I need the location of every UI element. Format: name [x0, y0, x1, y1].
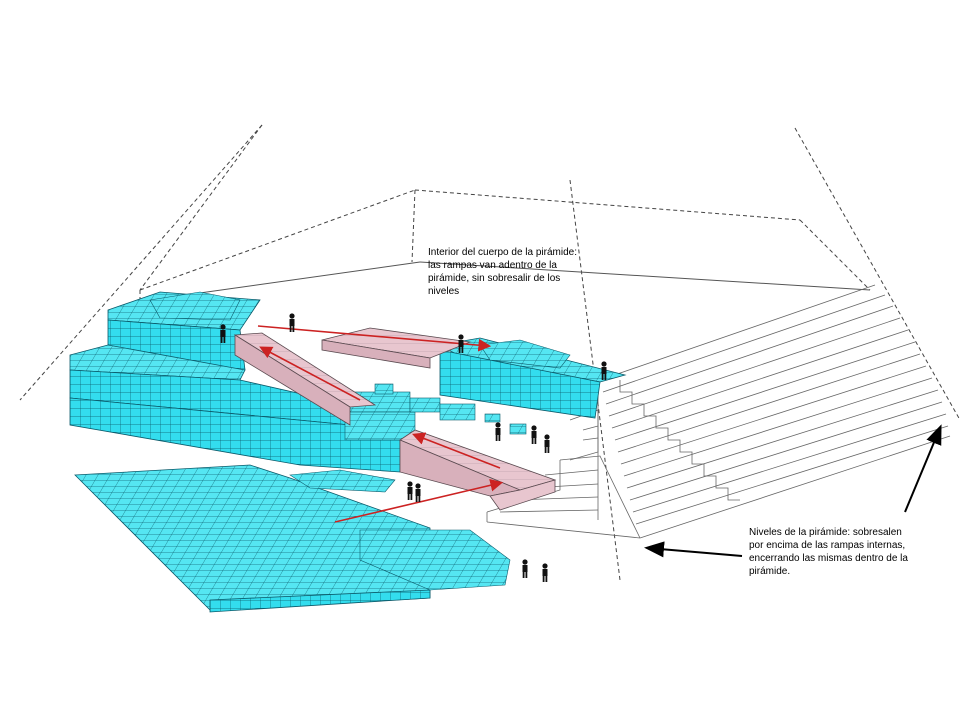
level-line-1: [599, 284, 876, 381]
scattered-blocks: [344, 383, 527, 441]
annotation-arrows: [644, 424, 942, 558]
red-arrows: [257, 325, 504, 523]
outline-edge-inner-left: [139, 124, 263, 291]
arrow-top: [257, 325, 492, 352]
level-line-2: [602, 294, 886, 393]
person-figure: [415, 483, 421, 502]
block-cluster-2: [344, 411, 416, 441]
back-right-front: [439, 349, 601, 419]
outline-edge-left: [19, 124, 263, 401]
person-figure: [601, 361, 607, 380]
levels-annotation: Niveles de la pirámide: sobresalen por e…: [749, 527, 908, 577]
person-figure: [544, 434, 550, 453]
arrow-ramp-up: [259, 346, 361, 401]
middle-tier-top: [69, 344, 246, 381]
ramp-back-side: [321, 339, 431, 369]
level-line-5: [611, 329, 909, 429]
person-figure: [531, 425, 537, 444]
front-step-1: [559, 455, 641, 539]
person-figure: [289, 313, 295, 332]
level-line-14: [639, 435, 951, 539]
level-line-3: [605, 305, 894, 405]
person-figure: [522, 559, 528, 578]
block-cluster-7: [374, 383, 394, 395]
foreground-top-cluster: [289, 469, 396, 493]
block-cluster-3: [409, 397, 441, 413]
front-step-upper-2: [582, 425, 599, 431]
outline-top-left: [139, 189, 416, 291]
upper-block-clusters: [149, 291, 241, 321]
block-cluster-6: [509, 423, 527, 435]
front-step-upper-3: [582, 437, 599, 441]
level-line-9: [623, 377, 933, 477]
level-line-10: [626, 389, 939, 489]
level-line-8: [620, 365, 927, 465]
level-line-12: [632, 413, 947, 513]
person-figure: [542, 563, 548, 582]
back-right-clusters: [479, 339, 571, 369]
interior-annotation: Interior del cuerpo de la pirámide: las …: [428, 247, 577, 297]
arrow-to-front-levels: [644, 541, 743, 558]
person-figure: [458, 334, 464, 353]
outline-right-edge: [794, 127, 960, 421]
front-step-2: [544, 469, 599, 476]
outline-right-inner: [799, 219, 871, 291]
level-line-6: [614, 341, 916, 441]
foreground-right-cluster: [359, 529, 511, 591]
front-step-6: [486, 521, 641, 539]
level-line-13: [635, 425, 949, 525]
workers: [220, 313, 607, 582]
foreground-blocks: [74, 464, 511, 613]
level-line-11: [629, 401, 943, 501]
outline-top-back: [414, 189, 801, 221]
block-cluster-4: [439, 403, 476, 421]
frame-back-right: [419, 261, 871, 291]
outline-back-vertical: [411, 189, 416, 263]
person-figure: [495, 422, 501, 441]
foreground-field-front: [209, 589, 431, 613]
arrow-to-levels-edge: [904, 424, 942, 513]
arrow-foreground: [334, 478, 504, 523]
person-figure: [220, 324, 226, 343]
level-line-7: [617, 353, 921, 453]
level-line-4: [608, 317, 901, 417]
block-cluster-5: [484, 413, 501, 423]
corner-staircase: [619, 380, 740, 501]
person-figure: [407, 481, 413, 500]
arrow-lower-ramp: [412, 432, 501, 469]
ramp-lower-end: [489, 479, 556, 511]
front-step-5: [499, 509, 599, 513]
